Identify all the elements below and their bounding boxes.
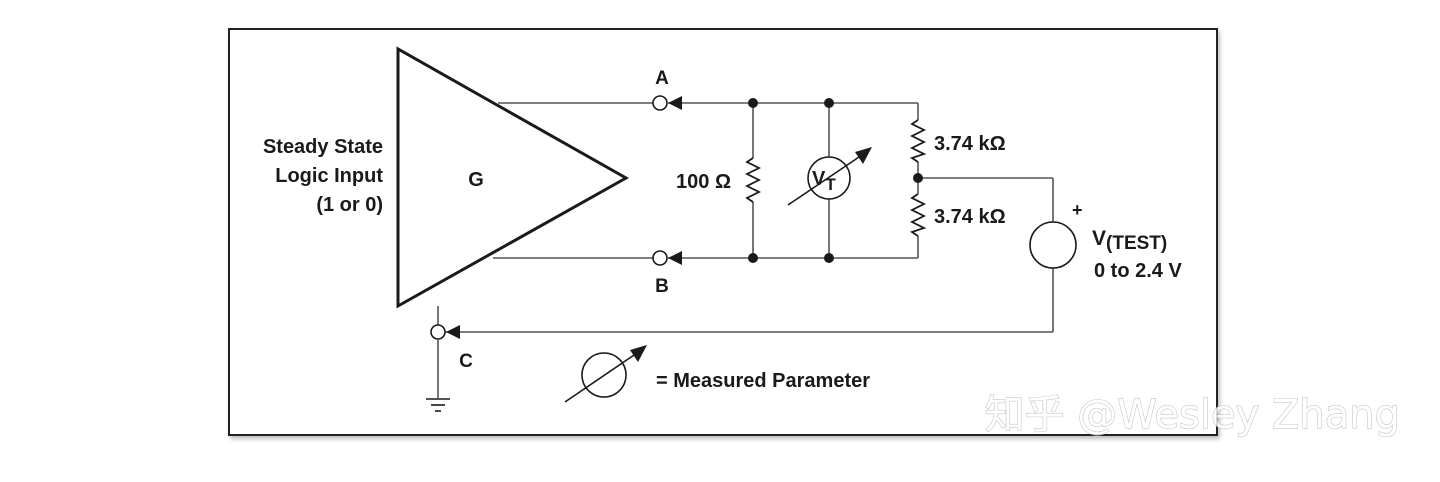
terminal-a-label: A bbox=[655, 68, 669, 89]
resistor-100-ohm-label: 100 Ω bbox=[676, 171, 731, 193]
terminal-a bbox=[652, 95, 682, 111]
junction-dots bbox=[748, 98, 923, 263]
legend-label: = Measured Parameter bbox=[656, 370, 870, 392]
ground-icon bbox=[426, 398, 450, 412]
terminal-c-label: C bbox=[459, 351, 473, 372]
source-range-label: 0 to 2.4 V bbox=[1094, 260, 1182, 282]
resistor-bottom-label: 3.74 kΩ bbox=[934, 206, 1006, 228]
input-label-line-2: Logic Input bbox=[275, 165, 383, 187]
input-label-line-3: (1 or 0) bbox=[316, 194, 383, 216]
input-label: Steady State Logic Input (1 or 0) bbox=[263, 136, 383, 216]
driver-label: G bbox=[468, 169, 484, 191]
watermark-text: 知乎 @Wesley Zhang bbox=[985, 392, 1401, 438]
measured-parameter-icon bbox=[564, 345, 647, 403]
resistor-100-ohm bbox=[744, 157, 762, 203]
voltmeter-label: VT bbox=[812, 168, 836, 194]
resistor-top-label: 3.74 kΩ bbox=[934, 133, 1006, 155]
voltmeter-label-sub: T bbox=[825, 175, 836, 194]
driver-triangle bbox=[396, 46, 630, 309]
source-name-main: V bbox=[1092, 227, 1106, 250]
source-plus-label: + bbox=[1072, 200, 1083, 220]
terminal-b bbox=[652, 250, 682, 266]
terminal-c bbox=[430, 324, 460, 340]
voltmeter-icon bbox=[787, 147, 872, 206]
input-label-line-1: Steady State bbox=[263, 136, 383, 158]
source-name-sub: (TEST) bbox=[1106, 233, 1167, 254]
source-name-label: V(TEST) bbox=[1092, 227, 1167, 254]
voltmeter-label-main: V bbox=[812, 168, 826, 190]
terminal-b-label: B bbox=[655, 276, 669, 297]
voltage-source-icon bbox=[1029, 221, 1077, 269]
wires bbox=[437, 102, 1054, 398]
resistor-top-3-74k bbox=[909, 119, 927, 163]
resistor-bottom-3-74k bbox=[909, 193, 927, 237]
